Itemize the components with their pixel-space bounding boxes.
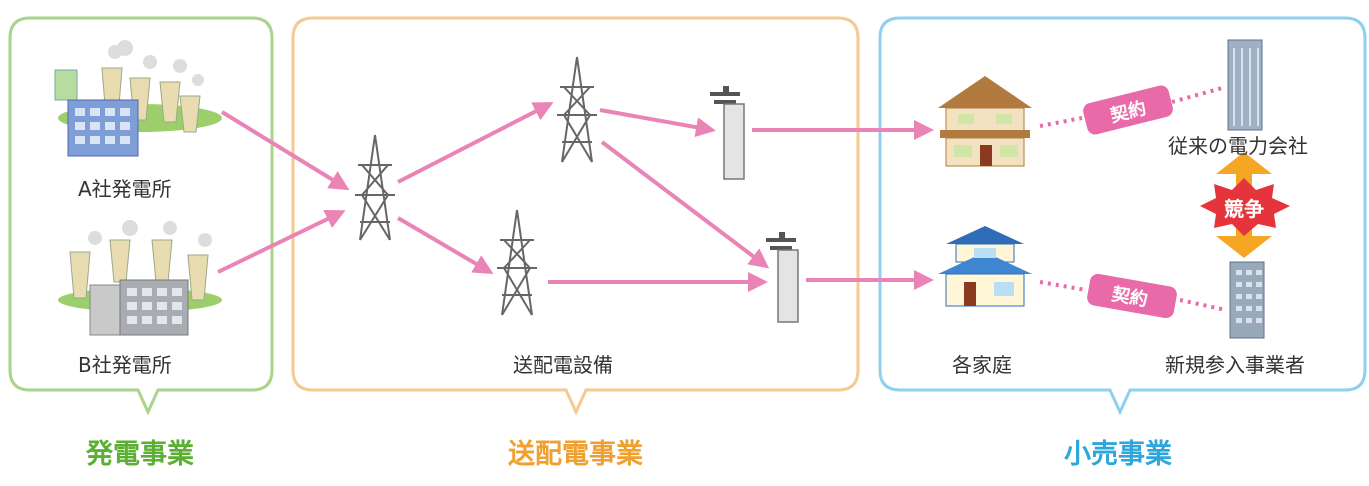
competition-label: 競争: [1224, 197, 1264, 221]
retail-section-title: 小売事業: [1064, 439, 1172, 470]
incumbent-label: 従来の電力会社: [1168, 134, 1308, 158]
flow-arrow: [600, 140, 770, 269]
flow-arrow: [397, 102, 554, 184]
transmission-tower-icon: [497, 209, 537, 316]
grid-label: 送配電設備: [513, 353, 613, 377]
office-building-icon: [1229, 261, 1265, 339]
homes-label: 各家庭: [952, 353, 1012, 377]
transmission-tower-icon: [557, 56, 597, 163]
generation-section-title: 発電事業: [86, 439, 194, 470]
plant-b-icon: [58, 220, 222, 336]
flow-arrow: [599, 108, 716, 138]
plant-a-label: A社発電所: [78, 177, 172, 201]
flow-arrow: [217, 209, 346, 274]
plant-a-icon: [54, 40, 222, 157]
distribution-pole-icon: [766, 232, 799, 323]
transmission-tower-icon: [355, 134, 395, 241]
contract-lines: [1039, 86, 1227, 312]
house-icon: [938, 226, 1032, 307]
office-building-icon: [1227, 39, 1263, 131]
flow-arrow: [220, 110, 350, 191]
contract-tag: [1083, 85, 1173, 135]
house-icon: [938, 76, 1032, 167]
flow-arrow: [396, 216, 494, 275]
plant-b-label: B社発電所: [78, 353, 172, 377]
transmission-section-title: 送配電事業: [508, 439, 643, 470]
distribution-pole-icon: [710, 86, 745, 180]
power-flow-arrows: [217, 102, 934, 292]
competition-badge-icon: [1200, 178, 1290, 236]
transmission-box: [291, 16, 860, 416]
newcomer-label: 新規参入事業者: [1165, 353, 1305, 377]
contract-tag: [1087, 273, 1177, 319]
